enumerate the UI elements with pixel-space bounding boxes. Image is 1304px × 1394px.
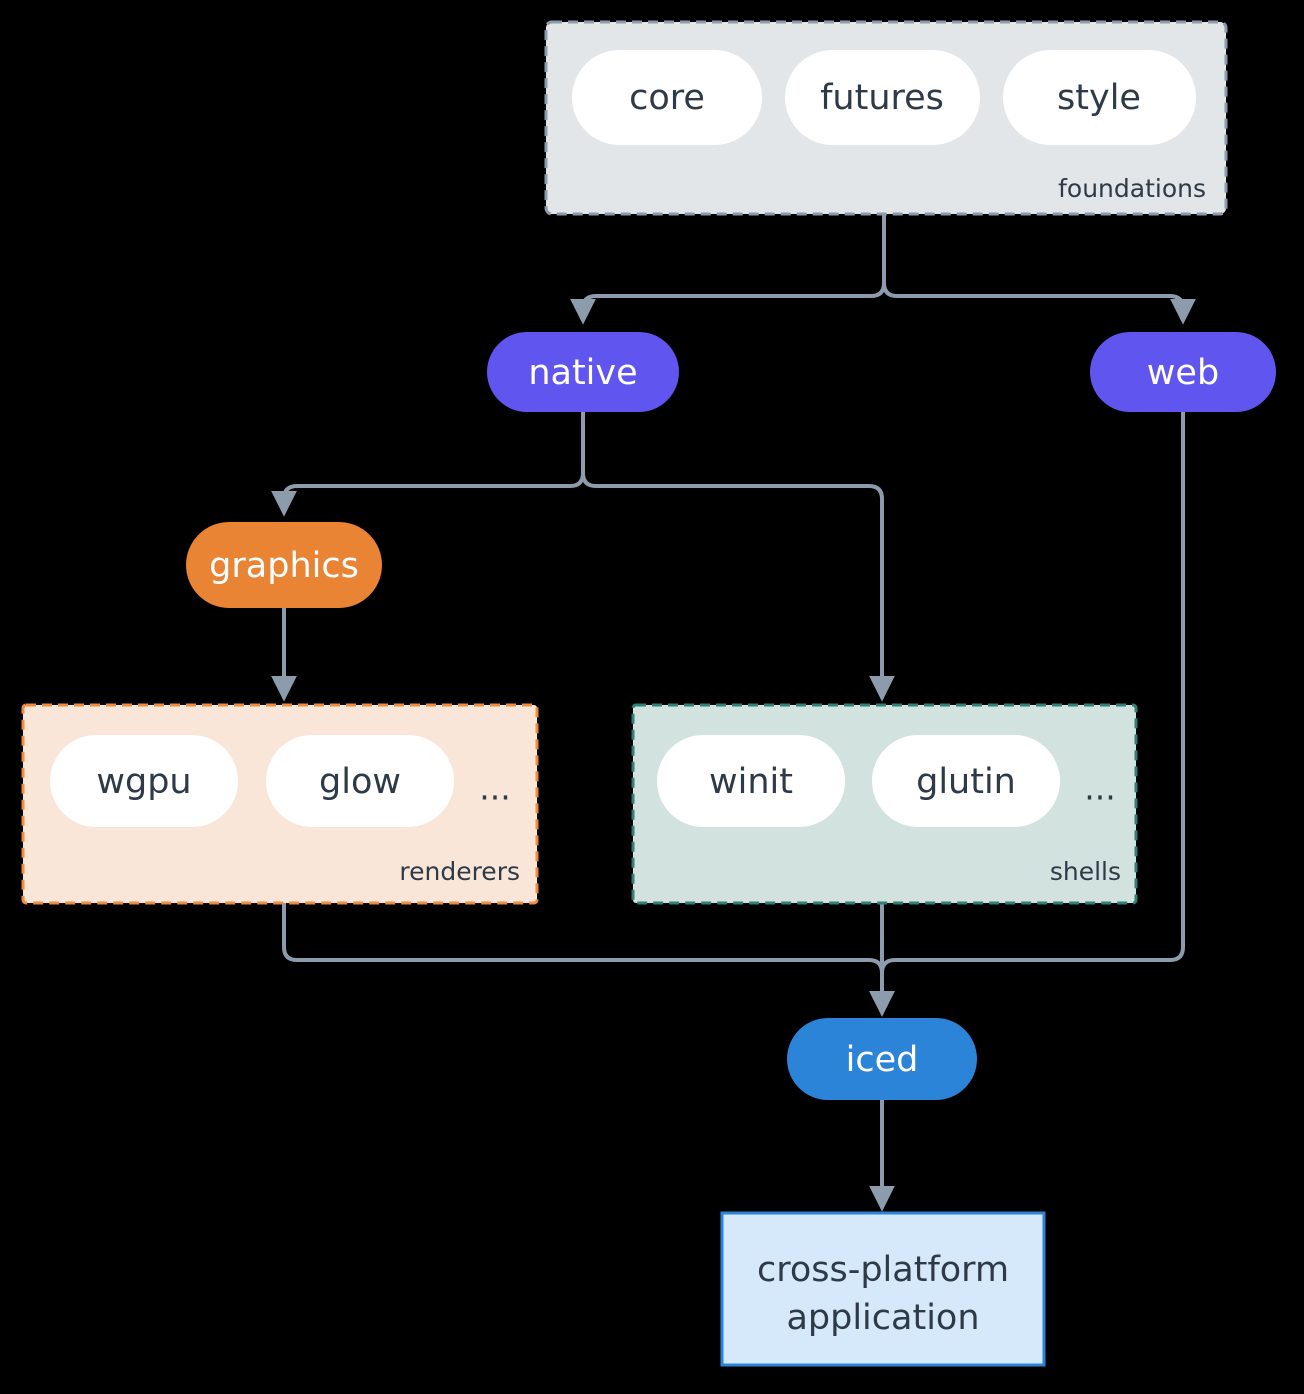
node-winit[interactable] bbox=[657, 735, 845, 827]
renderers-overflow-ellipsis: ... bbox=[479, 769, 510, 808]
node-graphics-shape[interactable] bbox=[186, 522, 382, 608]
node-native-shape[interactable] bbox=[487, 332, 679, 412]
group-foundations: core futures style foundations bbox=[544, 20, 1228, 216]
node-glow-label: glow bbox=[319, 762, 401, 802]
node-style[interactable] bbox=[1003, 50, 1196, 145]
edge-native-graphics bbox=[271, 410, 585, 517]
node-glutin-label: glutin bbox=[916, 762, 1016, 802]
edge-native-shells bbox=[581, 410, 895, 702]
node-iced-label: iced bbox=[846, 1040, 919, 1080]
node-winit-label: winit bbox=[709, 762, 793, 802]
edge-foundations-native bbox=[570, 214, 886, 325]
shells-overflow-ellipsis: ... bbox=[1084, 769, 1115, 808]
node-graphics[interactable]: graphics bbox=[186, 522, 382, 608]
node-application-label-line1: cross-platform bbox=[757, 1250, 1009, 1290]
node-web-shape[interactable] bbox=[1090, 332, 1276, 412]
node-application[interactable]: cross-platform application bbox=[720, 1211, 1046, 1367]
node-futures-label: futures bbox=[820, 78, 944, 118]
node-application-shape[interactable] bbox=[720, 1211, 1046, 1367]
node-iced-shape[interactable] bbox=[787, 1018, 977, 1100]
group-renderers: wgpu glow ... renderers bbox=[21, 703, 539, 905]
group-shells-tag: shells bbox=[1050, 857, 1121, 886]
node-application-label-line2: application bbox=[786, 1298, 979, 1338]
edge-web-iced bbox=[869, 410, 1185, 1017]
node-wgpu[interactable] bbox=[50, 735, 238, 827]
node-glow[interactable] bbox=[266, 735, 454, 827]
node-web-label: web bbox=[1147, 353, 1219, 393]
edge-foundations-web bbox=[882, 214, 1196, 325]
node-graphics-label: graphics bbox=[209, 546, 359, 586]
group-foundations-tag: foundations bbox=[1058, 174, 1206, 203]
node-futures[interactable] bbox=[785, 50, 980, 145]
node-web[interactable]: web bbox=[1090, 332, 1276, 412]
group-renderers-tag: renderers bbox=[399, 857, 520, 886]
node-wgpu-label: wgpu bbox=[96, 762, 191, 802]
group-shells: winit glutin ... shells bbox=[631, 703, 1138, 905]
node-native[interactable]: native bbox=[487, 332, 679, 412]
edge-renderers-iced bbox=[282, 901, 895, 1017]
node-style-label: style bbox=[1057, 78, 1141, 118]
node-iced[interactable]: iced bbox=[787, 1018, 977, 1100]
node-core[interactable] bbox=[572, 50, 762, 145]
node-glutin[interactable] bbox=[872, 735, 1060, 827]
edge-layer bbox=[271, 214, 1196, 1212]
node-native-label: native bbox=[528, 353, 637, 393]
node-core-label: core bbox=[629, 78, 705, 118]
